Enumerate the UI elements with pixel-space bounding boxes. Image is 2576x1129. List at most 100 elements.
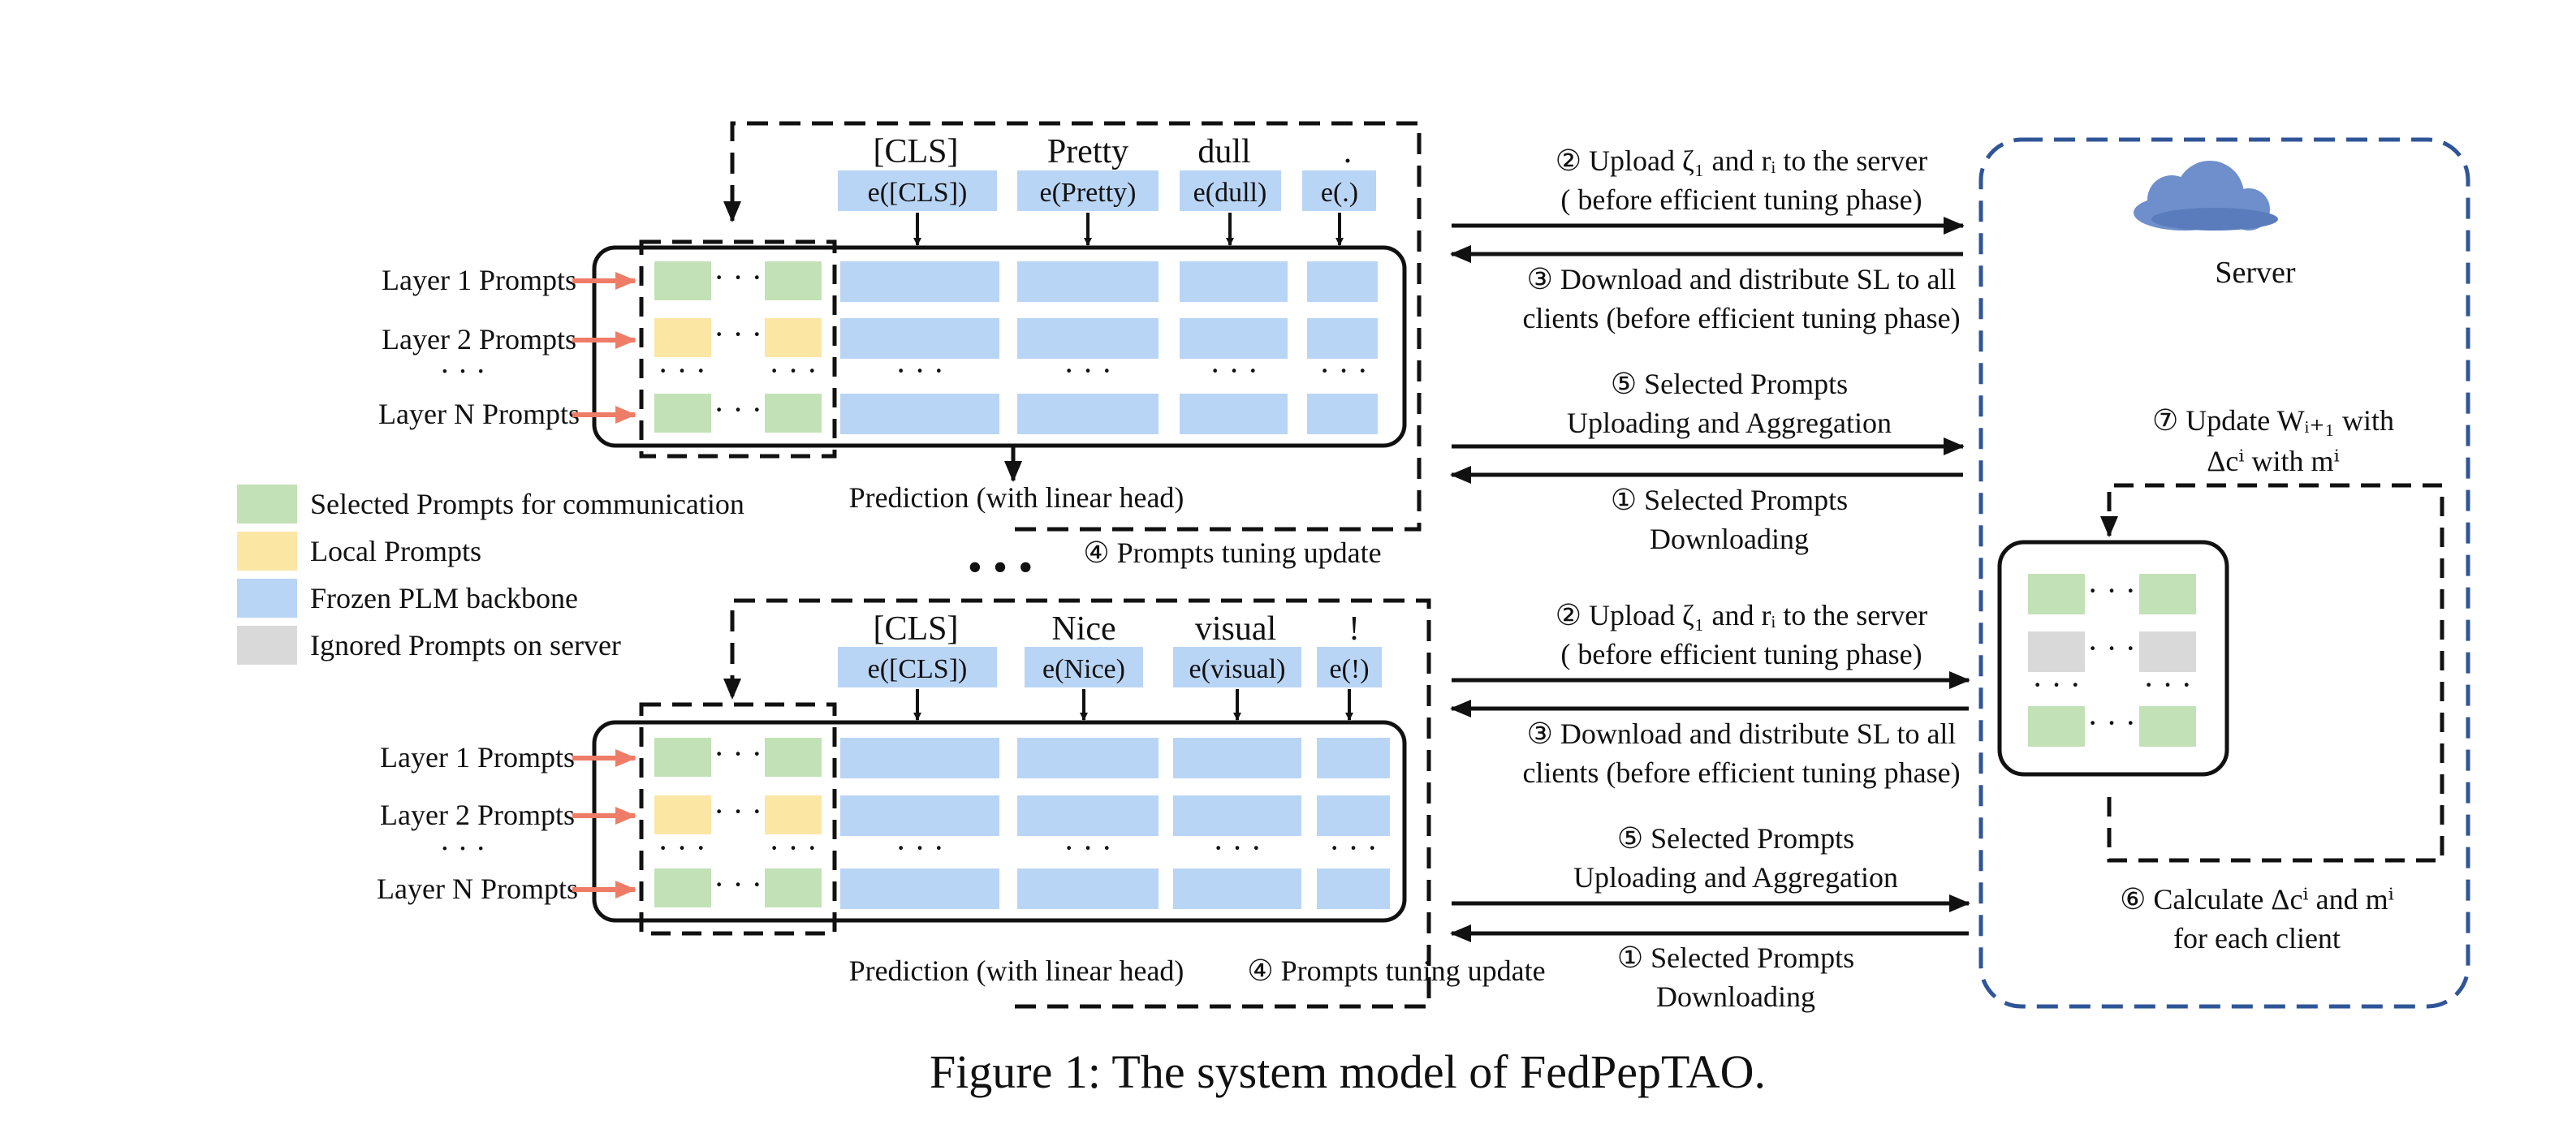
ellipsis: · · · bbox=[895, 352, 944, 389]
frozen-block bbox=[1017, 261, 1159, 302]
prompt-ignored bbox=[2028, 631, 2085, 672]
ellipsis: · · · bbox=[714, 316, 762, 352]
msg-downloading: Downloading bbox=[1656, 980, 1815, 1013]
msg-downloading: ① Selected Prompts bbox=[1617, 942, 1854, 974]
prompt-selected bbox=[654, 868, 711, 907]
frozen-block bbox=[840, 318, 999, 359]
token: [CLS] bbox=[874, 133, 959, 170]
frozen-block bbox=[1317, 795, 1390, 836]
msg-download: ③ Download and distribute SL to all bbox=[1527, 717, 1957, 750]
ellipsis: · · · bbox=[769, 352, 818, 389]
update-label: ④ Prompts tuning update bbox=[1083, 536, 1381, 569]
update-loop-dashed bbox=[723, 121, 1422, 532]
msg-upload: ② Upload ζ₁ and rᵢ to the server bbox=[1556, 599, 1928, 631]
layer-label: Layer 1 Prompts bbox=[380, 741, 575, 773]
frozen-block bbox=[1180, 394, 1288, 434]
clients-ellipsis: • • • bbox=[968, 545, 1033, 591]
server-border bbox=[1978, 137, 2470, 1009]
frozen-block bbox=[1307, 261, 1378, 302]
embedding-label: e([CLS]) bbox=[868, 178, 968, 208]
prompt-ignored bbox=[2139, 631, 2196, 672]
ellipsis: · · · bbox=[2032, 666, 2081, 703]
msg-download: ③ Download and distribute SL to all bbox=[1527, 263, 1957, 295]
embedding-label: e(visual) bbox=[1189, 654, 1286, 684]
ellipsis: · · · bbox=[1210, 352, 1258, 389]
frozen-block bbox=[1180, 318, 1288, 359]
msg-download: clients (before efficient tuning phase) bbox=[1522, 302, 1960, 334]
frozen-block bbox=[840, 868, 999, 909]
token: Nice bbox=[1051, 610, 1115, 648]
prompt-selected bbox=[654, 738, 711, 777]
ellipsis: · · · bbox=[1064, 830, 1112, 866]
client-2: [CLS] Nice visual ! e([CLS]) e(Nice) e(v… bbox=[377, 598, 1546, 1009]
ellipsis: · · · bbox=[440, 832, 486, 866]
update-loop-dashed bbox=[723, 598, 1431, 1009]
frozen-block bbox=[1317, 868, 1390, 909]
frozen-block bbox=[840, 394, 999, 434]
frozen-block bbox=[840, 738, 999, 778]
msg-selected: Uploading and Aggregation bbox=[1567, 407, 1892, 439]
embedding-box bbox=[1173, 647, 1301, 687]
communication-bottom: ② Upload ζ₁ and rᵢ to the server ( befor… bbox=[1450, 599, 1970, 1013]
frozen-block bbox=[1017, 868, 1159, 909]
token: [CLS] bbox=[874, 610, 959, 648]
legend-swatch-ignored bbox=[237, 626, 297, 665]
frozen-block bbox=[1173, 738, 1301, 778]
frozen-block bbox=[1180, 261, 1288, 302]
token: . bbox=[1344, 133, 1353, 170]
update-label: ④ Prompts tuning update bbox=[1247, 954, 1545, 987]
frozen-block bbox=[1017, 738, 1159, 778]
prediction-label: Prediction (with linear head) bbox=[849, 481, 1184, 514]
ellipsis: · · · bbox=[714, 391, 762, 428]
prompt-selection-dashed-box bbox=[639, 239, 837, 459]
prompt-selected bbox=[765, 738, 822, 777]
ellipsis: · · · bbox=[1319, 352, 1368, 389]
legend-swatch-selected bbox=[237, 485, 297, 524]
model-box bbox=[592, 720, 1407, 923]
msg-downloading: ① Selected Prompts bbox=[1611, 484, 1848, 516]
msg-downloading: Downloading bbox=[1650, 523, 1809, 555]
token: visual bbox=[1195, 610, 1276, 648]
frozen-block bbox=[1173, 795, 1301, 836]
msg-selected: ⑤ Selected Prompts bbox=[1611, 368, 1848, 400]
prompt-selection-dashed-box bbox=[639, 702, 837, 936]
prompt-selected bbox=[2139, 574, 2196, 614]
server-calc-label: ⑥ Calculate Δcⁱ and mⁱ bbox=[2120, 883, 2394, 916]
prompt-selected bbox=[2028, 706, 2085, 747]
msg-download: clients (before efficient tuning phase) bbox=[1522, 756, 1960, 789]
client-1: [CLS] Pretty dull . e([CLS]) e(Pretty) e… bbox=[378, 121, 1422, 569]
embedding-box bbox=[1317, 647, 1382, 687]
ellipsis: · · · bbox=[1213, 830, 1262, 866]
figure-caption: Figure 1: The system model of FedPepTAO. bbox=[930, 1045, 1766, 1098]
prompt-selected bbox=[654, 261, 711, 300]
embedding-label: e(Pretty) bbox=[1040, 178, 1137, 208]
model-box bbox=[592, 245, 1407, 448]
ellipsis: · · · bbox=[658, 830, 706, 866]
legend-label: Local Prompts bbox=[310, 535, 481, 567]
server-calc-label: for each client bbox=[2173, 922, 2341, 954]
frozen-block bbox=[1017, 394, 1159, 434]
frozen-block bbox=[1017, 318, 1159, 359]
legend-swatch-local bbox=[237, 532, 297, 571]
frozen-block bbox=[840, 261, 999, 302]
ellipsis: · · · bbox=[714, 866, 762, 903]
prompt-local bbox=[654, 795, 711, 834]
token: dull bbox=[1197, 133, 1250, 170]
cloud-icon bbox=[2134, 161, 2278, 231]
embedding-box bbox=[1025, 647, 1143, 687]
ellipsis: · · · bbox=[1064, 352, 1112, 389]
frozen-block bbox=[1307, 394, 1378, 434]
prompt-selected bbox=[2139, 706, 2196, 747]
ellipsis: · · · bbox=[769, 830, 818, 866]
layer-label: Layer 1 Prompts bbox=[382, 264, 576, 296]
layer-label: Layer 2 Prompts bbox=[382, 323, 576, 356]
server-loop-dashed bbox=[2100, 483, 2444, 863]
server-label: Server bbox=[2215, 256, 2296, 290]
token: ! bbox=[1348, 610, 1360, 648]
embedding-label: e([CLS]) bbox=[868, 654, 968, 684]
server-panel: Server ⑦ Update Wᵢ₊₁ with Δcⁱ with mⁱ · … bbox=[1978, 137, 2470, 1009]
legend-label: Selected Prompts for communication bbox=[310, 488, 744, 520]
ellipsis: · · · bbox=[714, 735, 762, 772]
msg-upload: ( before efficient tuning phase) bbox=[1560, 638, 1922, 670]
